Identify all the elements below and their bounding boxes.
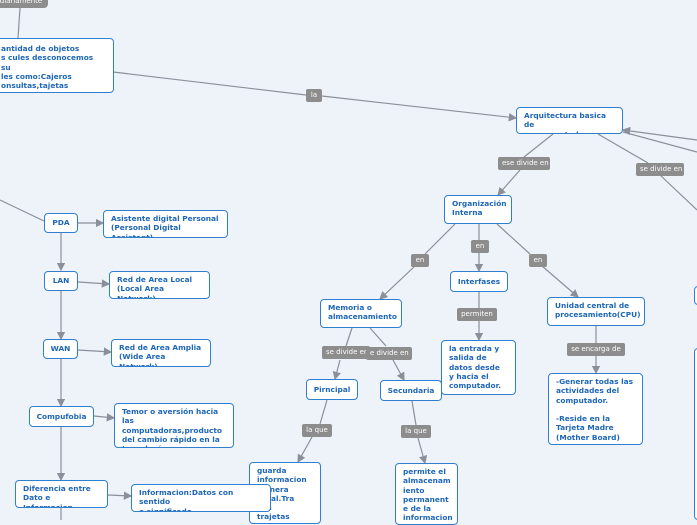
connector-right-in-2 xyxy=(622,131,697,153)
connector-top xyxy=(17,7,21,39)
node-guarda[interactable]: guarda informacion manera poral.Tra con … xyxy=(249,462,321,524)
node-arquitectura[interactable]: Arquitectura basica de un computador xyxy=(516,107,623,134)
label-la-que-2[interactable]: la que xyxy=(401,425,431,438)
connector-memoria-divide1 xyxy=(345,327,353,347)
label-la[interactable]: la xyxy=(306,89,322,102)
node-diferencia[interactable]: Diferencia entre Dato e Informacion xyxy=(15,480,108,508)
node-ucp[interactable]: Unidad central de procesamiento(CPU) xyxy=(547,297,645,326)
node-interfases[interactable]: Interfases xyxy=(450,271,508,292)
node-wan[interactable]: WAN xyxy=(43,339,78,359)
connector-diferencia-desc xyxy=(107,491,133,500)
connector-principal-laque xyxy=(319,399,328,425)
node-lan[interactable]: LAN xyxy=(44,271,78,291)
node-diferencia-desc[interactable]: Informacion:Datos con sentido o signific… xyxy=(131,484,271,512)
connector-secundaria-laque xyxy=(411,400,417,426)
connector-arq-label1 xyxy=(523,133,554,158)
connector-en1-memoria xyxy=(379,265,416,300)
label-se-divide-en-4[interactable]: e divide en xyxy=(366,347,412,360)
label-se-divide-en-1[interactable]: ese divide en xyxy=(498,157,550,170)
connector-cantidad-la xyxy=(112,71,307,96)
connector-right-in-1 xyxy=(621,126,697,141)
node-generar[interactable]: -Generar todas las actividades del compu… xyxy=(548,373,643,445)
label-la-que-1[interactable]: la que xyxy=(302,424,332,437)
connector-arq-label2 xyxy=(597,133,649,164)
label-en-3[interactable]: en xyxy=(529,254,547,267)
node-entrada-salida[interactable]: la entrada y salida de datos desde y hac… xyxy=(441,340,516,395)
connector-divide2-secundaria xyxy=(392,359,405,382)
label-en-2[interactable]: en xyxy=(471,240,489,253)
node-cantidad-objetos[interactable]: antidad de objetos s cules desconocemos … xyxy=(0,38,114,93)
connector-compufobia-desc xyxy=(93,413,116,422)
node-compufobia[interactable]: Compufobia xyxy=(29,406,94,427)
connector-wan-desc xyxy=(77,347,113,356)
connector-lan-desc xyxy=(77,279,111,288)
node-memoria[interactable]: Memoria o almacenamiento xyxy=(320,299,402,328)
label-se-divide-en-2[interactable]: se divide en xyxy=(636,163,684,176)
connector-laque-guarda xyxy=(297,436,313,464)
node-pda-desc[interactable]: Asistente digital Personal (Personal Dig… xyxy=(103,210,228,238)
connector-la-arquitectura xyxy=(321,95,518,122)
node-pda[interactable]: PDA xyxy=(44,213,78,233)
connector-label1-organizacion xyxy=(497,169,521,196)
node-secundaria[interactable]: Secundaria xyxy=(380,380,442,401)
label-se-encarga-de[interactable]: se encarga de xyxy=(567,343,625,356)
connector-org-en3 xyxy=(496,223,531,255)
node-wan-desc[interactable]: Red de Area Amplia (Wide Area Network) xyxy=(111,339,211,367)
connector-left-pda xyxy=(0,199,45,222)
connector-label2-right xyxy=(659,174,697,211)
node-organizacion[interactable]: Organización Interna xyxy=(444,195,512,224)
node-right-edge-1 xyxy=(694,286,697,305)
node-permite[interactable]: permite el almacenam iento permanent e d… xyxy=(395,463,458,525)
connector-en3-ucp xyxy=(541,265,579,298)
connector-memoria-divide2 xyxy=(369,327,387,347)
label-en-1[interactable]: en xyxy=(411,254,429,267)
connector-org-en1 xyxy=(424,223,456,255)
connector-laque-permite xyxy=(417,437,428,465)
node-diariamente[interactable]: diariamente xyxy=(0,0,48,8)
label-se-divide-en-3[interactable]: se divide en xyxy=(322,346,370,359)
label-permiten[interactable]: permiten xyxy=(457,308,497,321)
node-compufobia-desc[interactable]: Temor o aversión hacia las computadoras,… xyxy=(114,403,234,448)
node-lan-desc[interactable]: Red de Area Local (Local Area Network) xyxy=(109,271,210,299)
node-principal[interactable]: Pirncipal xyxy=(306,379,358,400)
connector-divide1-principal xyxy=(332,359,341,381)
